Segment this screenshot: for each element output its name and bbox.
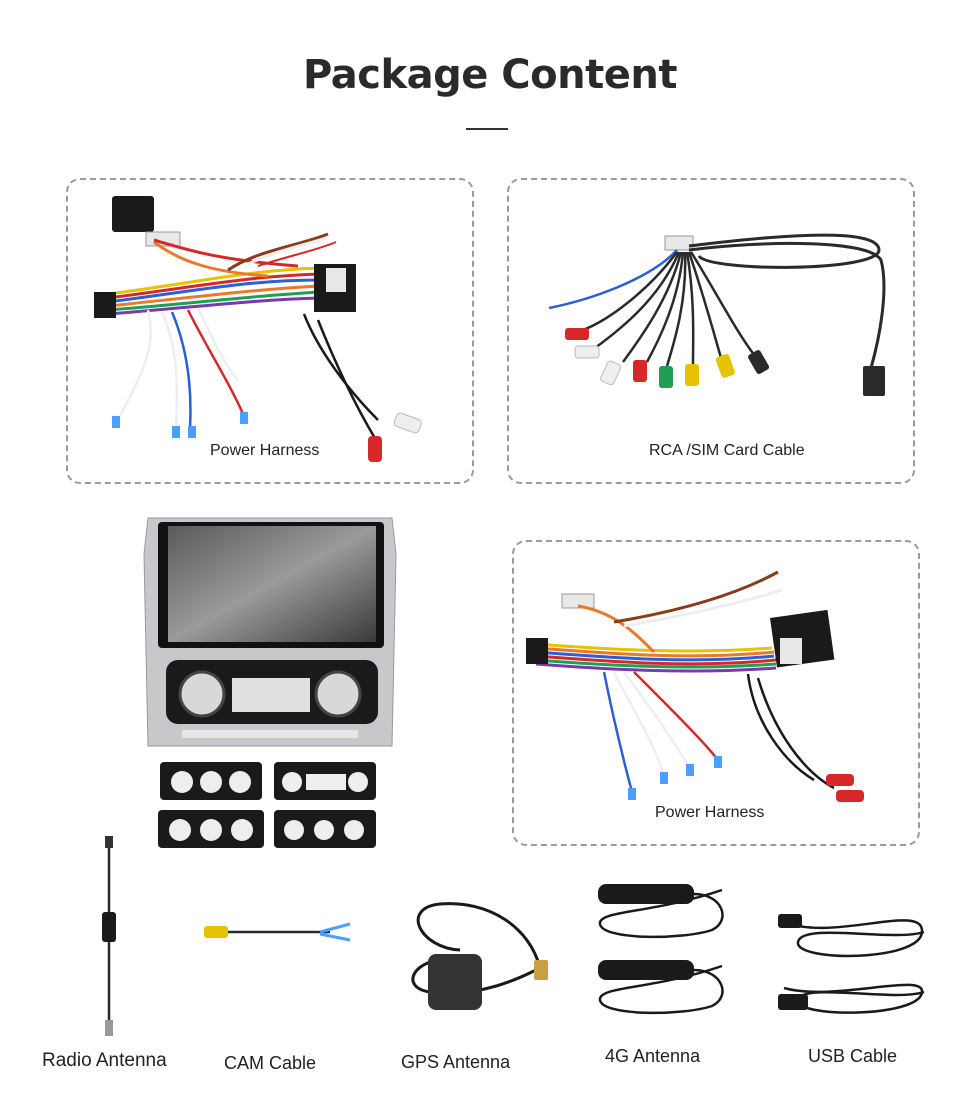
radio-antenna-icon <box>102 836 116 1036</box>
gps-antenna <box>400 898 556 1018</box>
cam-cable <box>200 918 356 948</box>
power-harness-label-1: Power Harness <box>210 442 320 459</box>
lte-antenna-icon <box>598 884 724 1015</box>
title-underline <box>466 128 508 130</box>
radio-antenna <box>96 834 122 1040</box>
gps-antenna-label: GPS Antenna <box>401 1052 511 1072</box>
page-title: Package Content <box>303 52 677 98</box>
power-harness-box-2: Power Harness <box>512 540 920 846</box>
trim-frames-icon <box>158 762 376 848</box>
power-harness-box-1: Power Harness <box>66 178 474 484</box>
trim-frames <box>156 760 378 850</box>
cam-cable-icon <box>204 922 351 942</box>
usb-cable <box>774 892 934 1022</box>
lte-antenna-label: 4G Antenna <box>605 1046 701 1066</box>
radio-antenna-label: Radio Antenna <box>42 1050 167 1071</box>
rca-sim-cable-icon <box>548 233 886 396</box>
power-harness-icon <box>526 570 864 802</box>
gps-antenna-icon <box>411 902 548 1010</box>
rca-sim-cable-label: RCA /SIM Card Cable <box>649 442 805 459</box>
rca-sim-cable-box: RCA /SIM Card Cable <box>507 178 915 484</box>
cam-cable-label: CAM Cable <box>224 1053 317 1073</box>
power-harness-icon <box>94 196 422 462</box>
usb-cable-label: USB Cable <box>808 1046 898 1066</box>
head-unit-icon <box>143 517 397 747</box>
usb-cable-icon <box>778 914 925 1014</box>
head-unit <box>142 514 398 748</box>
lte-antenna <box>592 880 732 1028</box>
power-harness-label-2: Power Harness <box>655 804 765 821</box>
